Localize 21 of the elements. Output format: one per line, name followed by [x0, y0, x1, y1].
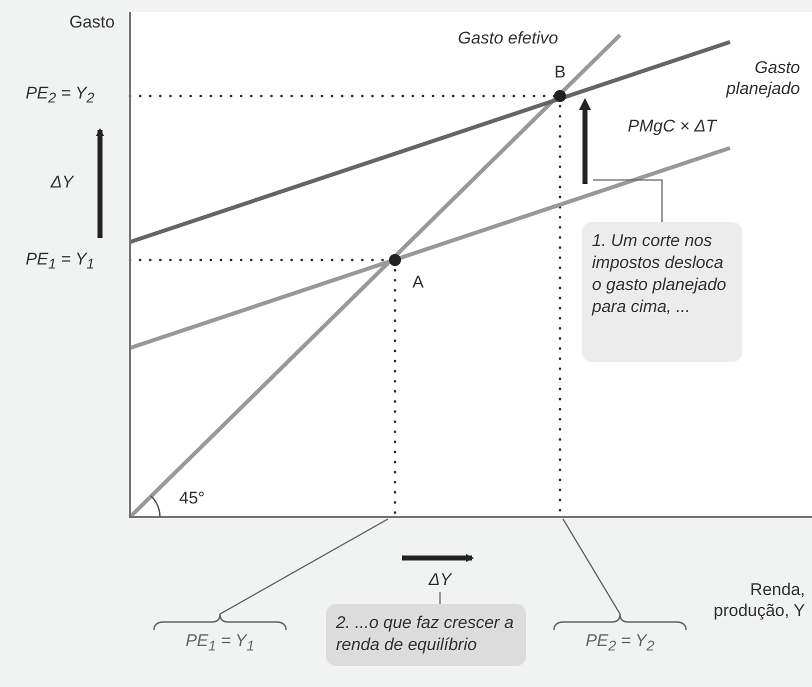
curve-label: Gasto planejado	[724, 57, 800, 99]
callout-box: 1. Um corte nos impostos desloca o gasto planejado para cima, ...	[582, 222, 742, 362]
shift-label: PMgC × ΔT	[628, 116, 716, 136]
point-label: A	[412, 272, 424, 292]
change-label: ΔY	[50, 172, 74, 192]
point-label: B	[554, 62, 566, 82]
leader-line	[562, 518, 621, 614]
axis-value: PE$_{1}$ = Y$_{1}$	[26, 248, 94, 275]
curve-label: Gasto efetivo	[458, 28, 558, 48]
brace-label: PE$_{2}$ = Y$_{2}$	[550, 614, 690, 664]
change-label: ΔY	[420, 568, 460, 592]
axis-value: PE$_{2}$ = Y$_{2}$	[26, 82, 94, 109]
leader-line	[593, 179, 663, 222]
angle-label: 45°	[179, 488, 205, 508]
brace-label: PE$_{1}$ = Y$_{1}$	[150, 614, 290, 664]
arrow	[577, 96, 593, 184]
callout-box: 2. ...o que faz crescer a renda de equilíbrio	[326, 604, 526, 666]
leader-line	[439, 592, 441, 604]
leader-line	[220, 518, 388, 615]
axis-label: Gasto	[69, 12, 115, 32]
axis-label: Renda, produção, Y	[712, 579, 805, 621]
